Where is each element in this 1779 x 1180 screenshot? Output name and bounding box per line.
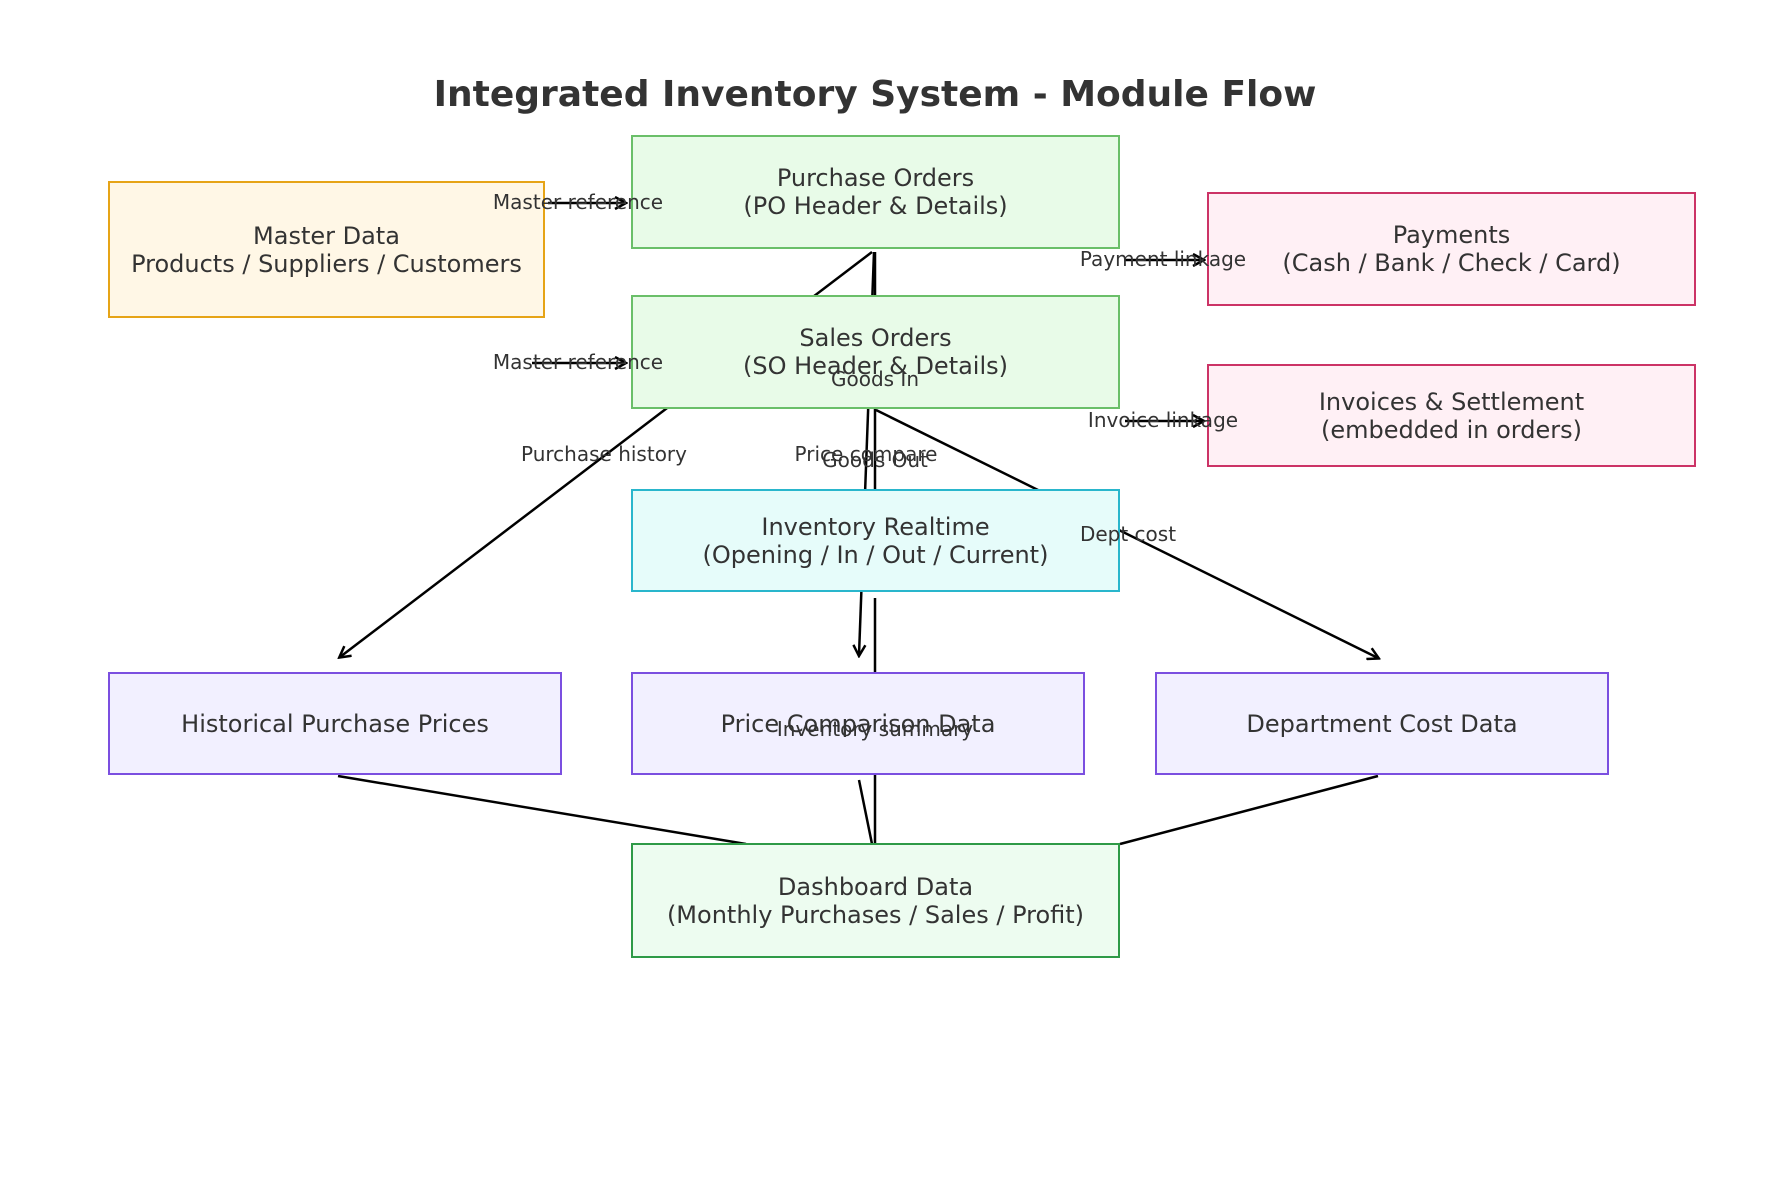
edge-pricecompare-dashboard [857, 779, 874, 845]
edge-label-goods-in: Goods In [830, 367, 920, 391]
edge-label-master-ref-so: Master reference [492, 350, 664, 374]
node-master-data: Master Data Products / Suppliers / Custo… [108, 181, 545, 318]
edge-label-inventory-summary: Inventory summary [776, 717, 974, 741]
node-sales-orders: Sales Orders (SO Header & Details) [631, 295, 1120, 409]
edge-label-master-ref-po: Master reference [492, 190, 664, 214]
edge-label-price-compare: Price compare [794, 442, 938, 466]
node-inventory-realtime: Inventory Realtime (Opening / In / Out /… [631, 489, 1120, 592]
node-payments: Payments (Cash / Bank / Check / Card) [1207, 192, 1696, 306]
node-purchase-orders: Purchase Orders (PO Header & Details) [631, 135, 1120, 249]
edge-so-deptcost [875, 408, 1378, 658]
edge-deptcost-dashboard [1119, 774, 1379, 846]
node-price-comparison: Price Comparison Data [631, 672, 1085, 775]
node-historical-prices: Historical Purchase Prices [108, 672, 562, 775]
edge-label-payment-linkage: Payment linkage [1079, 247, 1247, 271]
edge-label-purchase-history: Purchase history [521, 442, 687, 466]
edge-history-dashboard [337, 774, 747, 846]
node-dashboard: Dashboard Data (Monthly Purchases / Sale… [631, 843, 1120, 958]
diagram-title: Integrated Inventory System - Module Flo… [433, 74, 1317, 115]
edge-label-invoice-linkage: Invoice linkage [1087, 408, 1239, 432]
node-department-cost: Department Cost Data [1155, 672, 1609, 775]
node-invoices: Invoices & Settlement (embedded in order… [1207, 364, 1696, 467]
edge-label-dept-cost: Dept cost [1079, 522, 1177, 546]
edge-label-goods-out: Goods Out [822, 448, 928, 472]
